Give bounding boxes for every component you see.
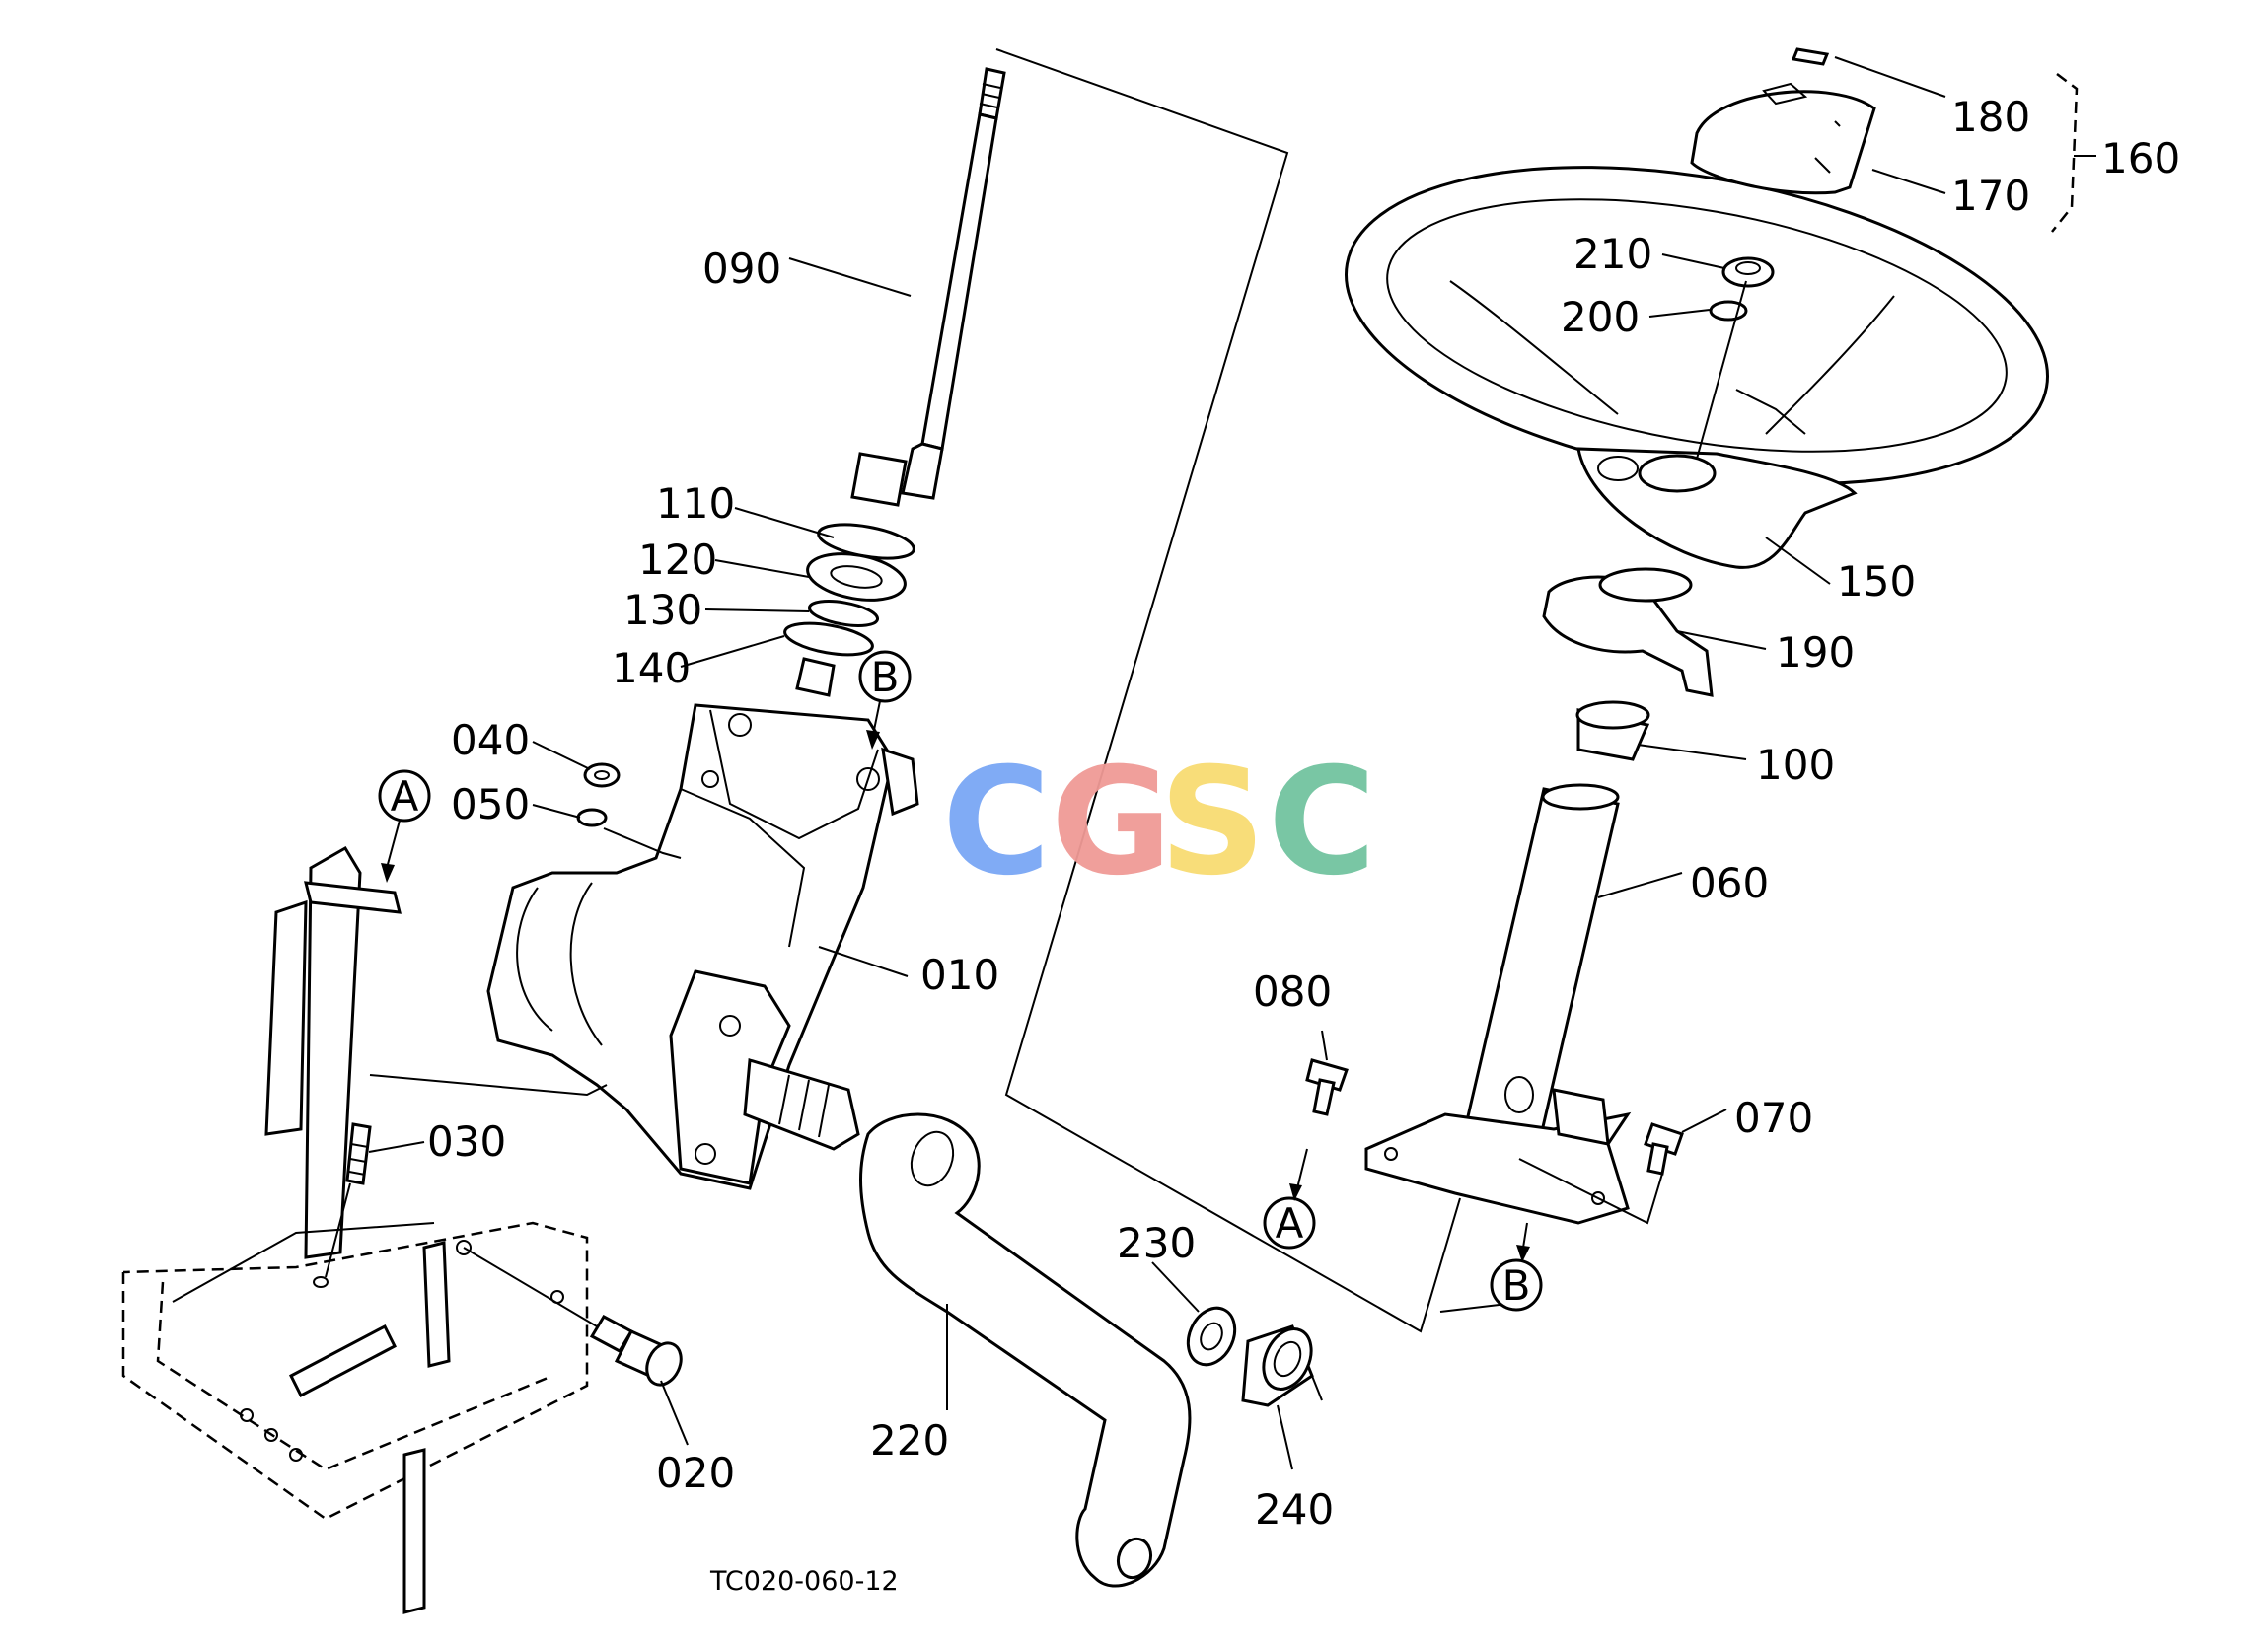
watermark-letter-2: G [1051,737,1172,908]
callout-040: 040 [451,716,530,764]
washer-200 [1709,300,1748,322]
mounting-bracket [121,845,589,1614]
leader-020-plug [463,1247,598,1327]
plug-020 [589,1315,683,1387]
nut-210 [1721,256,1775,288]
callout-060: 060 [1690,859,1769,907]
stud-030 [345,1122,372,1185]
watermark-logo: C G S C [942,737,1376,908]
snap-ring-140 [783,621,874,657]
leader-lines [368,56,1946,1470]
watermark-letter-4: C [1268,737,1376,908]
assembly-frame-line [995,48,1461,1333]
svg-text:A: A [391,772,419,821]
washer-050 [576,808,608,827]
callout-130: 130 [623,586,702,634]
callout-210: 210 [1573,230,1652,278]
steering-wheel-150 [1345,166,2049,569]
axis-line-arm [1311,1375,1323,1401]
bolt-070 [1644,1122,1684,1176]
callout-100: 100 [1756,741,1835,789]
callout-240: 240 [1255,1485,1334,1534]
nut-240 [1241,1324,1314,1407]
callout-200: 200 [1561,293,1640,341]
column-tube-060 [1364,783,1632,1225]
ref-mark-a-bottom: A [1263,1148,1316,1250]
callout-150: 150 [1837,557,1916,606]
svg-text:A: A [1276,1199,1304,1248]
watermark-letter-1: C [942,737,1051,908]
column-cover-190 [1542,567,1714,697]
callout-030: 030 [427,1117,506,1166]
leader-030-to-frame [325,1182,351,1278]
ref-mark-a-top: A [378,769,431,883]
callout-220: 220 [870,1416,949,1465]
drawing-code: TC020-060-12 [709,1566,899,1597]
ref-mark-b-top: B [858,650,912,750]
callout-050: 050 [451,780,530,828]
callout-070: 070 [1734,1094,1813,1142]
leader-070-bracket [1518,1158,1663,1225]
steering-gearbox-010 [486,657,919,1190]
snap-ring-130 [807,600,880,627]
bearing-120 [806,552,907,602]
callout-120: 120 [638,536,717,584]
leader-040-050 [603,827,682,859]
ref-mark-b-bottom: B [1490,1222,1543,1312]
callout-110: 110 [656,479,735,528]
callout-160: 160 [2101,134,2180,182]
svg-text:B: B [871,653,900,701]
group-bracket-160 [2051,73,2096,233]
steering-shaft-090 [850,67,1006,507]
bolt-080 [1305,1058,1349,1116]
emblem-180 [1791,47,1830,66]
watermark-letter-3: S [1159,737,1266,908]
nut-040 [583,762,621,788]
bushing-100 [1575,700,1650,761]
callout-140: 140 [612,644,691,692]
callout-020: 020 [656,1449,735,1497]
pitman-arm-220 [859,1112,1192,1588]
horn-cap-170 [1690,82,1876,195]
callout-180: 180 [1951,93,2030,141]
callout-090: 090 [702,245,781,293]
axis-line-wheel [1696,280,1747,460]
leader-030 [369,1074,608,1097]
washer-230 [1186,1306,1237,1367]
callout-080: 080 [1253,967,1332,1016]
callout-labels: 090 110 120 130 140 040 050 010 030 020 … [427,93,2180,1534]
callout-170: 170 [1951,172,2030,220]
callout-230: 230 [1117,1219,1196,1267]
callout-010: 010 [920,951,999,999]
svg-text:B: B [1502,1261,1531,1310]
callout-190: 190 [1776,628,1855,677]
